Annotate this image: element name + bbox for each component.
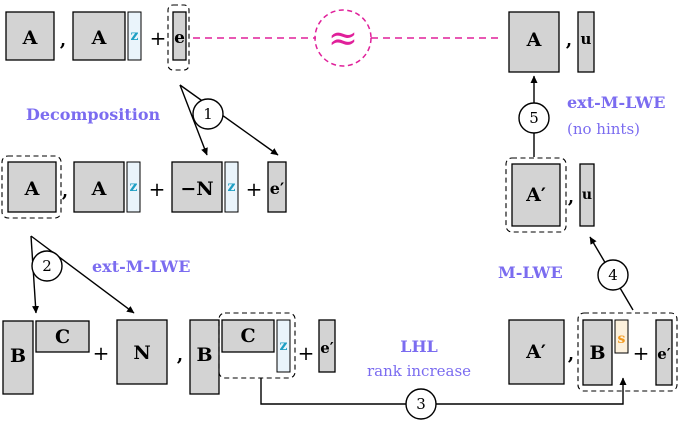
hint-vector-z-label: z <box>228 179 236 195</box>
matrix-A-label: A <box>91 178 107 200</box>
hint-vector-z-label: z <box>131 28 139 44</box>
row3-left-expression: B C + N , B C z + e′ <box>2 312 336 395</box>
dashed-group-box <box>577 312 678 392</box>
step-1-circle <box>192 98 224 130</box>
matrix-B-block <box>189 319 220 395</box>
step-3-title: LHL <box>400 337 438 356</box>
matrix-A-label: A <box>24 178 40 200</box>
matrix-C-block <box>35 320 90 353</box>
error-vector-e <box>172 11 187 61</box>
vector-u-label: u <box>582 187 592 203</box>
hint-vector-z <box>224 161 239 213</box>
comma: , <box>62 181 68 202</box>
error-vector-e-prime-label: e′ <box>270 179 284 198</box>
step-4-number: 4 <box>608 266 618 284</box>
row2-left-expression: A , A z + −N z + e′ <box>1 155 287 219</box>
arrow-2-to-N <box>30 235 135 314</box>
matrix-A-prime-block <box>511 163 561 227</box>
dashed-group-box <box>1 155 62 219</box>
hint-vector-z <box>127 11 142 61</box>
vector-u <box>579 163 595 227</box>
matrix-A-block <box>73 161 125 213</box>
step-2-number: 2 <box>42 257 52 275</box>
step-4-title: M-LWE <box>498 263 563 282</box>
matrix-A-label: A <box>526 29 542 51</box>
matrix-C-block <box>221 319 275 353</box>
plus-sign: + <box>298 341 315 365</box>
step-2-circle <box>31 250 63 282</box>
matrix-N-label: N <box>133 342 150 364</box>
approx-symbol: ≈ <box>328 18 358 59</box>
dashed-group-box <box>505 157 567 233</box>
error-vector-e-label: e <box>174 28 185 48</box>
comma: , <box>566 30 572 51</box>
comma: , <box>568 187 574 208</box>
matrix-C-label: C <box>240 325 255 347</box>
step-3-circle <box>405 388 437 420</box>
row3-right-expression: A′ , B s + e′ <box>508 312 678 392</box>
matrix-minus-N-label: −N <box>180 178 213 200</box>
matrix-B-block <box>582 319 613 386</box>
vector-u <box>577 11 595 73</box>
comma: , <box>60 30 66 51</box>
matrix-B-block <box>2 320 34 395</box>
matrix-B-label: B <box>589 342 605 364</box>
plus-sign: + <box>149 177 166 201</box>
step-2-title: ext-M-LWE <box>92 257 190 276</box>
matrix-C-label: C <box>55 326 70 348</box>
matrix-A-block <box>508 11 560 73</box>
matrix-A-prime-label: A′ <box>525 341 546 363</box>
hint-vector-z-label: z <box>130 179 138 195</box>
matrix-B-label: B <box>196 344 212 366</box>
plus-sign: + <box>150 26 167 50</box>
secret-vector-s-label: s <box>618 331 626 347</box>
row2-right-expression: A′ , u <box>505 157 595 233</box>
hint-vector-z-label: z <box>280 338 288 354</box>
step-5-circle <box>518 102 550 134</box>
matrix-A-block <box>7 161 57 213</box>
dashed-group-box <box>167 4 190 71</box>
error-vector-e-prime <box>318 319 336 373</box>
plus-sign: + <box>633 341 650 365</box>
error-vector-e-prime-label: e′ <box>320 339 334 357</box>
step-3-number: 3 <box>416 395 426 413</box>
row1-left-expression: A , A z + e <box>5 4 190 71</box>
matrix-N-block <box>116 319 168 385</box>
step-5-subtitle: (no hints) <box>567 120 640 138</box>
matrix-A-prime-block <box>508 319 565 385</box>
arrow-2-to-BC <box>30 235 40 314</box>
error-vector-e-prime <box>267 161 287 213</box>
hint-vector-z <box>126 161 141 213</box>
matrix-A-label: A <box>91 27 107 49</box>
error-vector-e-prime-label: e′ <box>657 345 671 363</box>
approx-connector: ≈ <box>193 9 503 67</box>
arrow-3-path <box>260 377 627 405</box>
step-1-title: Decomposition <box>26 105 160 124</box>
hint-vector-z <box>276 319 291 373</box>
error-vector-e-prime <box>655 319 673 386</box>
matrix-A-label: A <box>22 27 38 49</box>
step-5-number: 5 <box>529 109 539 127</box>
step-1-number: 1 <box>203 105 213 123</box>
matrix-minus-N-block <box>171 161 223 213</box>
plus-sign: + <box>246 177 263 201</box>
matrix-A-prime-label: A′ <box>525 184 546 206</box>
matrix-A-block <box>72 11 126 61</box>
step-5-title: ext-M-LWE <box>567 93 665 112</box>
matrix-A-block <box>5 11 55 61</box>
arrow-1-to-eprime <box>179 84 279 156</box>
step-3-subtitle: rank increase <box>367 362 471 380</box>
secret-vector-s <box>614 319 629 354</box>
matrix-B-label: B <box>10 345 26 367</box>
step-4-circle <box>597 259 629 291</box>
comma: , <box>568 344 574 365</box>
vector-u-label: u <box>581 30 592 48</box>
comma: , <box>177 345 183 366</box>
row1-right-expression: A , u <box>508 11 595 73</box>
plus-sign: + <box>93 341 110 365</box>
